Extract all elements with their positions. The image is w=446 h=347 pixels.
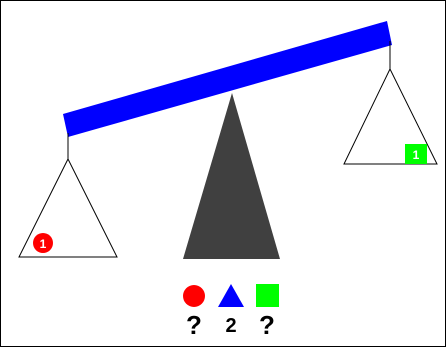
legend-square-value: ?	[259, 310, 275, 340]
left-pan-circle-item	[33, 233, 53, 253]
right-pan-square-count: 1	[413, 148, 420, 162]
balance-beam	[63, 21, 392, 137]
legend-triangle-value: 2	[225, 315, 236, 337]
fulcrum	[183, 93, 280, 259]
legend-triangle-icon	[218, 284, 244, 307]
left-pan-circle-count: 1	[40, 237, 47, 251]
legend-circle-value: ?	[186, 310, 202, 340]
legend-square-icon	[256, 284, 279, 307]
right-pan	[343, 67, 438, 165]
right-pan-square-item	[405, 144, 427, 164]
left-pan	[18, 157, 118, 258]
legend-circle-icon	[183, 285, 205, 307]
